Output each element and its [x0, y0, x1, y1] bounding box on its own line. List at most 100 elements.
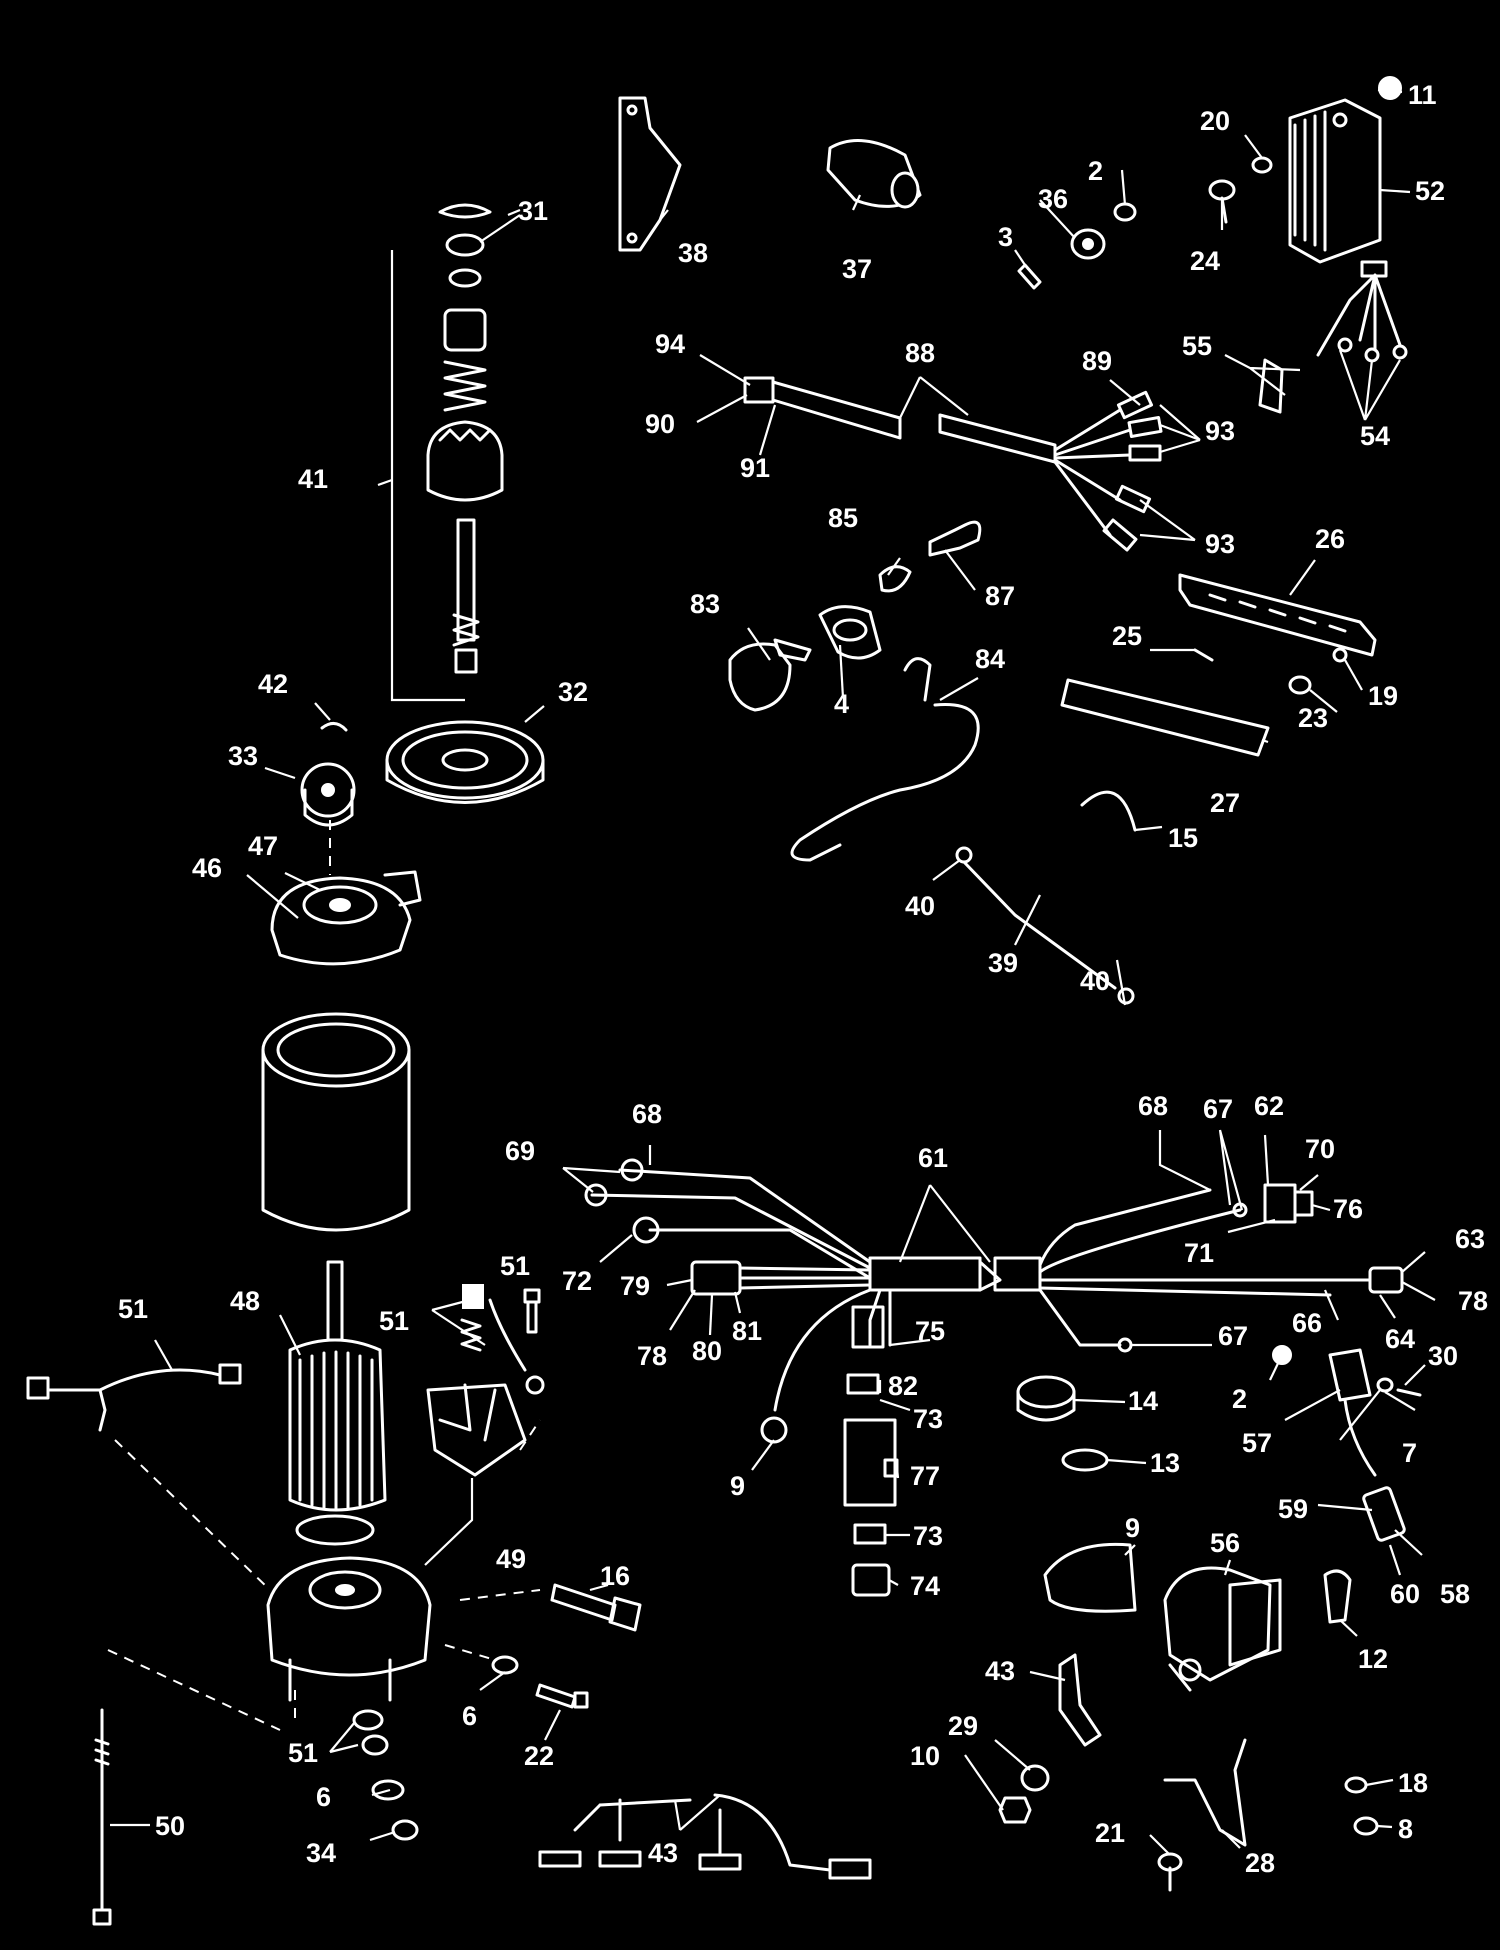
callout-52: 52	[1415, 176, 1445, 206]
callout-6-upper: 6	[462, 1701, 477, 1731]
boot-37	[826, 138, 922, 209]
bracket-38	[618, 96, 682, 252]
callout-72: 72	[562, 1266, 592, 1296]
callout-18: 18	[1398, 1768, 1428, 1798]
nut-11	[1378, 76, 1402, 100]
callout-40-left: 40	[905, 891, 935, 921]
cover-27	[1060, 678, 1270, 757]
callout-6-lower: 6	[316, 1782, 331, 1812]
lock-washer-29	[1020, 1764, 1050, 1792]
clamp-13	[1061, 1448, 1109, 1472]
callout-62: 62	[1254, 1091, 1284, 1121]
assembly-dashes	[107, 820, 541, 1731]
callout-88: 88	[905, 338, 935, 368]
callout-55: 55	[1182, 331, 1212, 361]
callout-78-left: 78	[637, 1341, 667, 1371]
callout-68-left: 68	[632, 1099, 662, 1129]
callout-47: 47	[248, 831, 278, 861]
callout-43-strap: 43	[985, 1656, 1015, 1686]
bolt-16	[550, 1583, 642, 1632]
starter-gear	[385, 720, 545, 804]
washer-nut-51	[352, 1709, 389, 1756]
callout-37: 37	[842, 254, 872, 284]
callout-77: 77	[910, 1461, 940, 1491]
callout-81: 81	[732, 1316, 762, 1346]
washer-18	[1344, 1776, 1368, 1794]
callout-73-lower: 73	[913, 1521, 943, 1551]
callout-31: 31	[518, 196, 548, 226]
part-callouts: 31 41 42 32 33 47 46 51 51 51 48 49 16 6…	[118, 80, 1488, 1878]
callout-13: 13	[1150, 1448, 1180, 1478]
callout-51-brush: 51	[379, 1306, 409, 1336]
callout-85: 85	[828, 503, 858, 533]
screws-25-23-19	[1193, 647, 1348, 695]
callout-2-bottom: 2	[1232, 1384, 1247, 1414]
callout-26: 26	[1315, 524, 1345, 554]
callout-21: 21	[1095, 1818, 1125, 1848]
washer-20	[1251, 156, 1273, 174]
grommet-14	[1016, 1375, 1076, 1422]
callout-59: 59	[1278, 1494, 1308, 1524]
callout-28: 28	[1245, 1848, 1275, 1878]
callout-79: 79	[620, 1271, 650, 1301]
nut-8	[1353, 1816, 1379, 1836]
callout-36: 36	[1038, 184, 1068, 214]
callout-9-shield: 9	[1125, 1513, 1140, 1543]
shield-9	[1043, 1542, 1137, 1613]
callout-49: 49	[496, 1544, 526, 1574]
callout-3: 3	[998, 222, 1013, 252]
callout-22: 22	[524, 1741, 554, 1771]
callout-25: 25	[1112, 621, 1142, 651]
connector-62-70	[1263, 1183, 1314, 1224]
callout-41: 41	[298, 464, 328, 494]
callout-43-cables: 43	[648, 1838, 678, 1868]
drive-end-cap	[266, 1556, 432, 1702]
bolt-22	[535, 1683, 589, 1709]
callout-63: 63	[1455, 1224, 1485, 1254]
callout-30: 30	[1428, 1341, 1458, 1371]
callout-38: 38	[678, 238, 708, 268]
callout-10: 10	[910, 1741, 940, 1771]
nut-10	[998, 1796, 1032, 1824]
callout-80: 80	[692, 1336, 722, 1366]
callout-24: 24	[1190, 246, 1220, 276]
callout-16: 16	[600, 1561, 630, 1591]
callout-20: 20	[1200, 106, 1230, 136]
callout-4: 4	[834, 689, 849, 719]
callout-27: 27	[1210, 788, 1240, 818]
strap-43	[1058, 1653, 1102, 1747]
callout-93-lower: 93	[1205, 529, 1235, 559]
solenoid-56	[1163, 1566, 1282, 1692]
battery-cables-43	[538, 1793, 872, 1880]
callout-40-right: 40	[1080, 966, 1110, 996]
callout-57: 57	[1242, 1428, 1272, 1458]
callout-12: 12	[1358, 1644, 1388, 1674]
fitting-12	[1323, 1569, 1352, 1624]
pinion-gear	[300, 762, 356, 827]
callout-94: 94	[655, 329, 685, 359]
callout-71: 71	[1184, 1238, 1214, 1268]
connector-63-64	[1328, 1266, 1404, 1294]
starter-frame	[261, 1012, 411, 1232]
fuse-holder	[843, 1305, 899, 1597]
starter-end-cap	[270, 870, 422, 966]
ground-strap-39	[955, 846, 1135, 1005]
key-switch-parts	[728, 520, 982, 862]
callout-8: 8	[1398, 1814, 1413, 1844]
callout-51-screw: 51	[500, 1251, 530, 1281]
callout-90: 90	[645, 409, 675, 439]
callout-11: 11	[1408, 80, 1437, 110]
callout-68-right: 68	[1138, 1091, 1168, 1121]
switch-57	[1328, 1348, 1406, 1542]
callout-78-right: 78	[1458, 1286, 1488, 1316]
callout-51-washer: 51	[288, 1738, 318, 1768]
callout-58: 58	[1440, 1579, 1470, 1609]
screw-3	[1017, 263, 1042, 290]
starter-lead	[26, 1363, 242, 1432]
callout-70: 70	[1305, 1134, 1335, 1164]
callout-50: 50	[155, 1811, 185, 1841]
rectifier-leads-54-55	[1258, 260, 1408, 414]
callout-69: 69	[505, 1136, 535, 1166]
callout-67-bottom: 67	[1218, 1321, 1248, 1351]
